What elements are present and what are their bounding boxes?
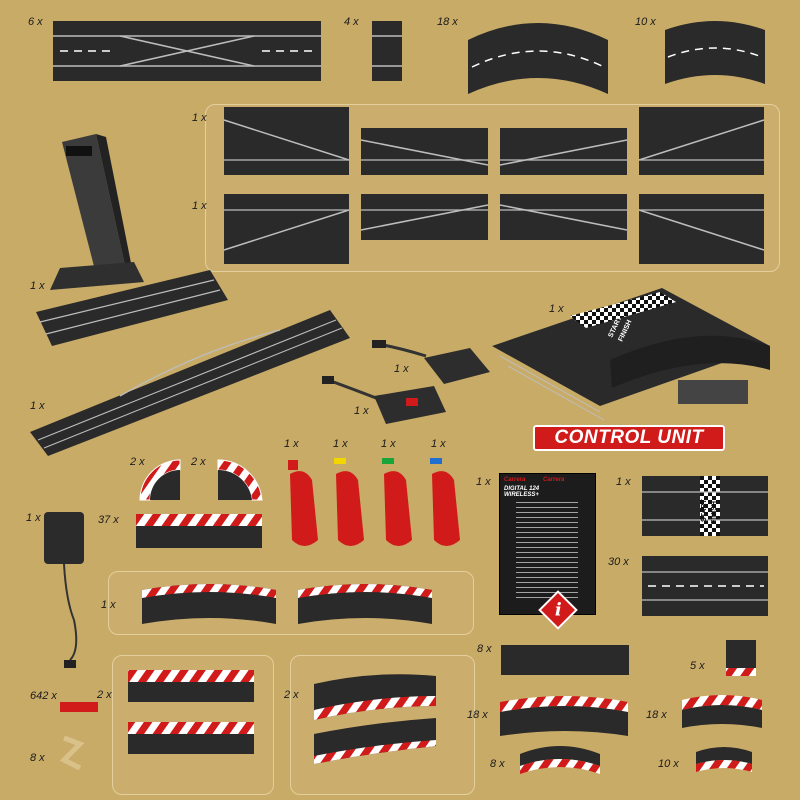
control-unit-track (492, 288, 770, 421)
qty-lane-change-a: 1 x (192, 112, 207, 124)
qty-crossover: 6 x (28, 16, 43, 28)
qty-controller-blue: 1 x (431, 438, 446, 450)
qty-control-unit: 1 x (549, 303, 564, 315)
start-finish-track (642, 476, 768, 536)
connector-piece (372, 21, 402, 81)
qty-connector: 4 x (344, 16, 359, 28)
lane-change-row-a (223, 107, 765, 175)
manual-wireless-label: WIRELESS+ (504, 492, 539, 498)
qty-controller-red: 1 x (284, 438, 299, 450)
qty-border-curve-pair: 2 x (284, 689, 299, 701)
manual-text-lines (516, 502, 578, 598)
border-curve-pair (314, 674, 436, 764)
qty-start-finish: 1 x (616, 476, 631, 488)
qty-small-curve-b: 10 x (658, 758, 679, 770)
wireless-receiver (322, 376, 446, 424)
qty-border-clips: 642 x (30, 690, 57, 702)
manual-brand-logo: Carrera (504, 477, 526, 483)
qty-guard-curve-inner: 18 x (646, 709, 667, 721)
curve-outer-track (468, 23, 608, 94)
power-adapter (372, 340, 490, 384)
manual-booklet: Carrera Carrera DIGITAL 124 WIRELESS+ (499, 473, 596, 615)
qty-controller-yellow: 1 x (333, 438, 348, 450)
controller-green (382, 458, 412, 546)
start-label-straight: START (701, 498, 708, 522)
qty-track-clips: 8 x (30, 752, 45, 764)
position-tower (50, 134, 144, 290)
qty-curve-outer: 18 x (437, 16, 458, 28)
quarter-straight (501, 645, 629, 675)
qty-border-corner-a: 2 x (130, 456, 145, 468)
track-clip (59, 735, 85, 771)
qty-manual: 1 x (476, 476, 491, 488)
qty-border-curve-wide: 1 x (101, 599, 116, 611)
border-clip (60, 702, 98, 712)
qty-controller-green: 1 x (381, 438, 396, 450)
border-end-piece (726, 640, 756, 676)
control-unit-badge: CONTROL UNIT (533, 425, 725, 451)
border-corner-a (139, 459, 181, 501)
guard-curve-outer (500, 696, 628, 736)
qty-border-corner-b: 2 x (191, 456, 206, 468)
controller-blue (430, 458, 460, 546)
straight-track (642, 556, 768, 616)
crossover-track (53, 21, 321, 81)
manual-brand-logo-2: Carrera (543, 477, 565, 483)
qty-power-supply: 1 x (26, 512, 41, 524)
qty-position-tower: 1 x (30, 280, 45, 292)
qty-curve-inner: 10 x (635, 16, 656, 28)
qty-pit-lane: 1 x (30, 400, 45, 412)
tower-straight-track (36, 270, 228, 346)
controller-yellow (334, 458, 364, 546)
qty-wireless-receiver: 1 x (354, 405, 369, 417)
qty-small-curve-a: 8 x (490, 758, 505, 770)
qty-border-straight: 37 x (98, 514, 119, 526)
finish-label-straight: FINISH (711, 501, 718, 524)
qty-power-adapter: 1 x (394, 363, 409, 375)
small-curve-b (696, 747, 752, 772)
border-straight-pair (128, 670, 254, 754)
pit-lane-track (30, 310, 350, 456)
small-curve-a (520, 746, 600, 774)
guard-curve-inner (682, 695, 762, 728)
curve-inner-track (665, 21, 765, 84)
controller-red (288, 460, 318, 546)
lane-change-row-b (223, 194, 765, 264)
qty-border-straight-pair: 2 x (97, 689, 112, 701)
qty-quarter-straight: 8 x (477, 643, 492, 655)
border-straight-piece (136, 514, 262, 548)
border-corner-b (217, 459, 263, 501)
qty-guard-curve-outer: 18 x (467, 709, 488, 721)
qty-lane-change-b: 1 x (192, 200, 207, 212)
manual-digital-label: DIGITAL 124 (504, 486, 540, 492)
power-supply (44, 512, 84, 668)
border-curve-wide (142, 584, 432, 624)
qty-straight-track: 30 x (608, 556, 629, 568)
qty-border-end: 5 x (690, 660, 705, 672)
